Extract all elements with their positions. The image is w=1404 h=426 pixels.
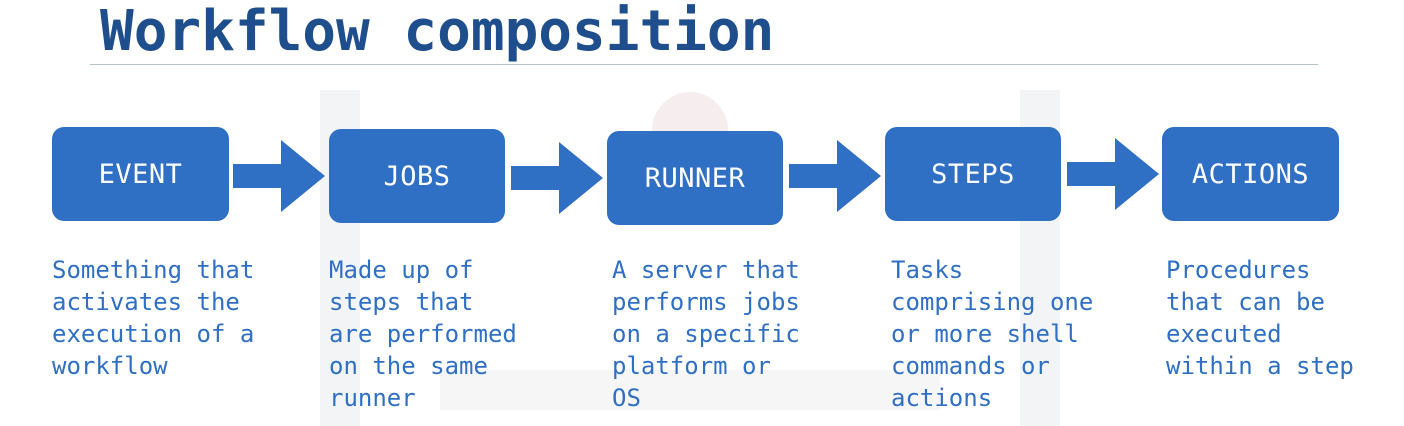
stage-description-jobs: Made up of steps that are performed on t… (329, 256, 517, 412)
stage-box-actions: ACTIONS (1162, 127, 1339, 221)
stage-description-event: Something that activates the execution o… (52, 256, 255, 380)
right-arrow-icon (789, 140, 881, 212)
stage-description-steps: Tasks comprising one or more shell comma… (891, 256, 1094, 412)
stage-box-runner: RUNNER (607, 131, 783, 225)
right-arrow-icon (511, 142, 603, 214)
right-arrow-icon (233, 140, 325, 212)
stage-description-runner: A server that performs jobs on a specifi… (612, 256, 800, 412)
right-arrow-icon (1067, 138, 1159, 210)
page-title: Workflow composition (100, 0, 775, 64)
stage-box-event: EVENT (52, 127, 229, 221)
stage-box-steps: STEPS (885, 127, 1061, 221)
stage-description-actions: Procedures that can be executed within a… (1166, 256, 1354, 380)
title-divider (90, 64, 1318, 65)
stage-box-jobs: JOBS (329, 129, 505, 223)
